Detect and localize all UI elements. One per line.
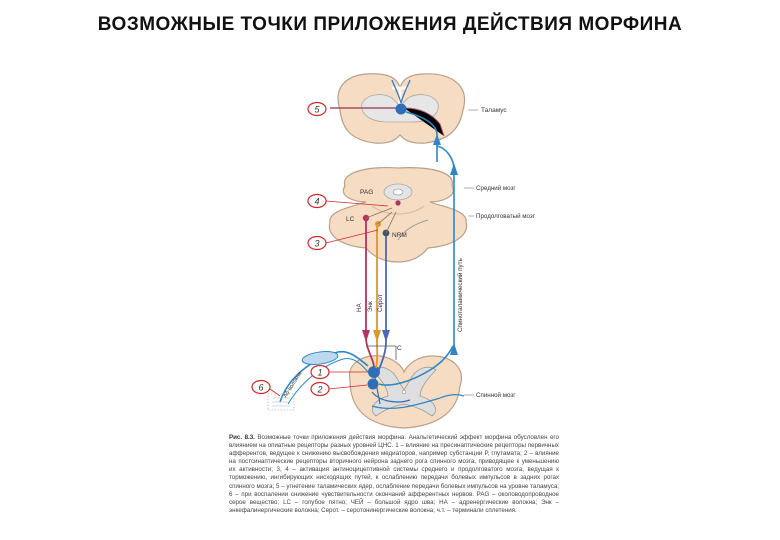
label-lc: LC [346, 216, 355, 223]
label-enk: Энк [367, 301, 374, 312]
figure-caption: Рис. 8.3. Возможные точки приложения дей… [229, 434, 559, 515]
label-c: C [397, 345, 402, 352]
caption-body: Анальгетический эффект морфина обусловле… [229, 434, 559, 514]
svg-text:1: 1 [317, 368, 322, 378]
thalamus-section [330, 73, 466, 162]
label-thalamus: Таламус [481, 107, 507, 114]
svg-text:2: 2 [316, 385, 322, 395]
label-medulla: Продолговатый мозг [476, 213, 536, 220]
marker-5: 5 [307, 101, 327, 117]
primary-afferent [267, 345, 397, 411]
thalamus-neuron [395, 103, 407, 115]
caption-heading: Рис. 8.3. [229, 434, 255, 441]
caption-heading-text: Возможные точки приложения действия морф… [257, 434, 407, 441]
spinothalamic-tract [436, 145, 458, 355]
svg-text:4: 4 [314, 197, 319, 207]
label-nrm: NRM [392, 232, 407, 239]
marker-1: 1 [310, 364, 368, 380]
descending-pathways [362, 220, 390, 373]
svg-text:5: 5 [314, 105, 320, 115]
spinal-cord-section [348, 345, 465, 429]
label-afferent: Аδ-волокна [283, 370, 304, 399]
marker-4: 4 [307, 193, 389, 209]
marker-2: 2 [310, 381, 368, 397]
label-na: НА [356, 302, 363, 312]
marker-3: 3 [307, 229, 379, 251]
brainstem-section [328, 167, 468, 263]
svg-text:3: 3 [314, 239, 319, 249]
label-spinal-cord: Спинной мозг [476, 392, 516, 399]
slide-title: ВОЗМОЖНЫЕ ТОЧКИ ПРИЛОЖЕНИЯ ДЕЙСТВИЯ МОРФ… [97, 14, 683, 35]
label-sero: Серот [377, 294, 384, 312]
marker-6: 6 [251, 379, 281, 397]
label-pag: PAG [360, 189, 373, 196]
svg-text:6: 6 [258, 383, 263, 393]
label-spinothalamic-tract: Спиноталамический путь [456, 257, 464, 332]
label-midbrain: Средний мозг [476, 185, 516, 192]
